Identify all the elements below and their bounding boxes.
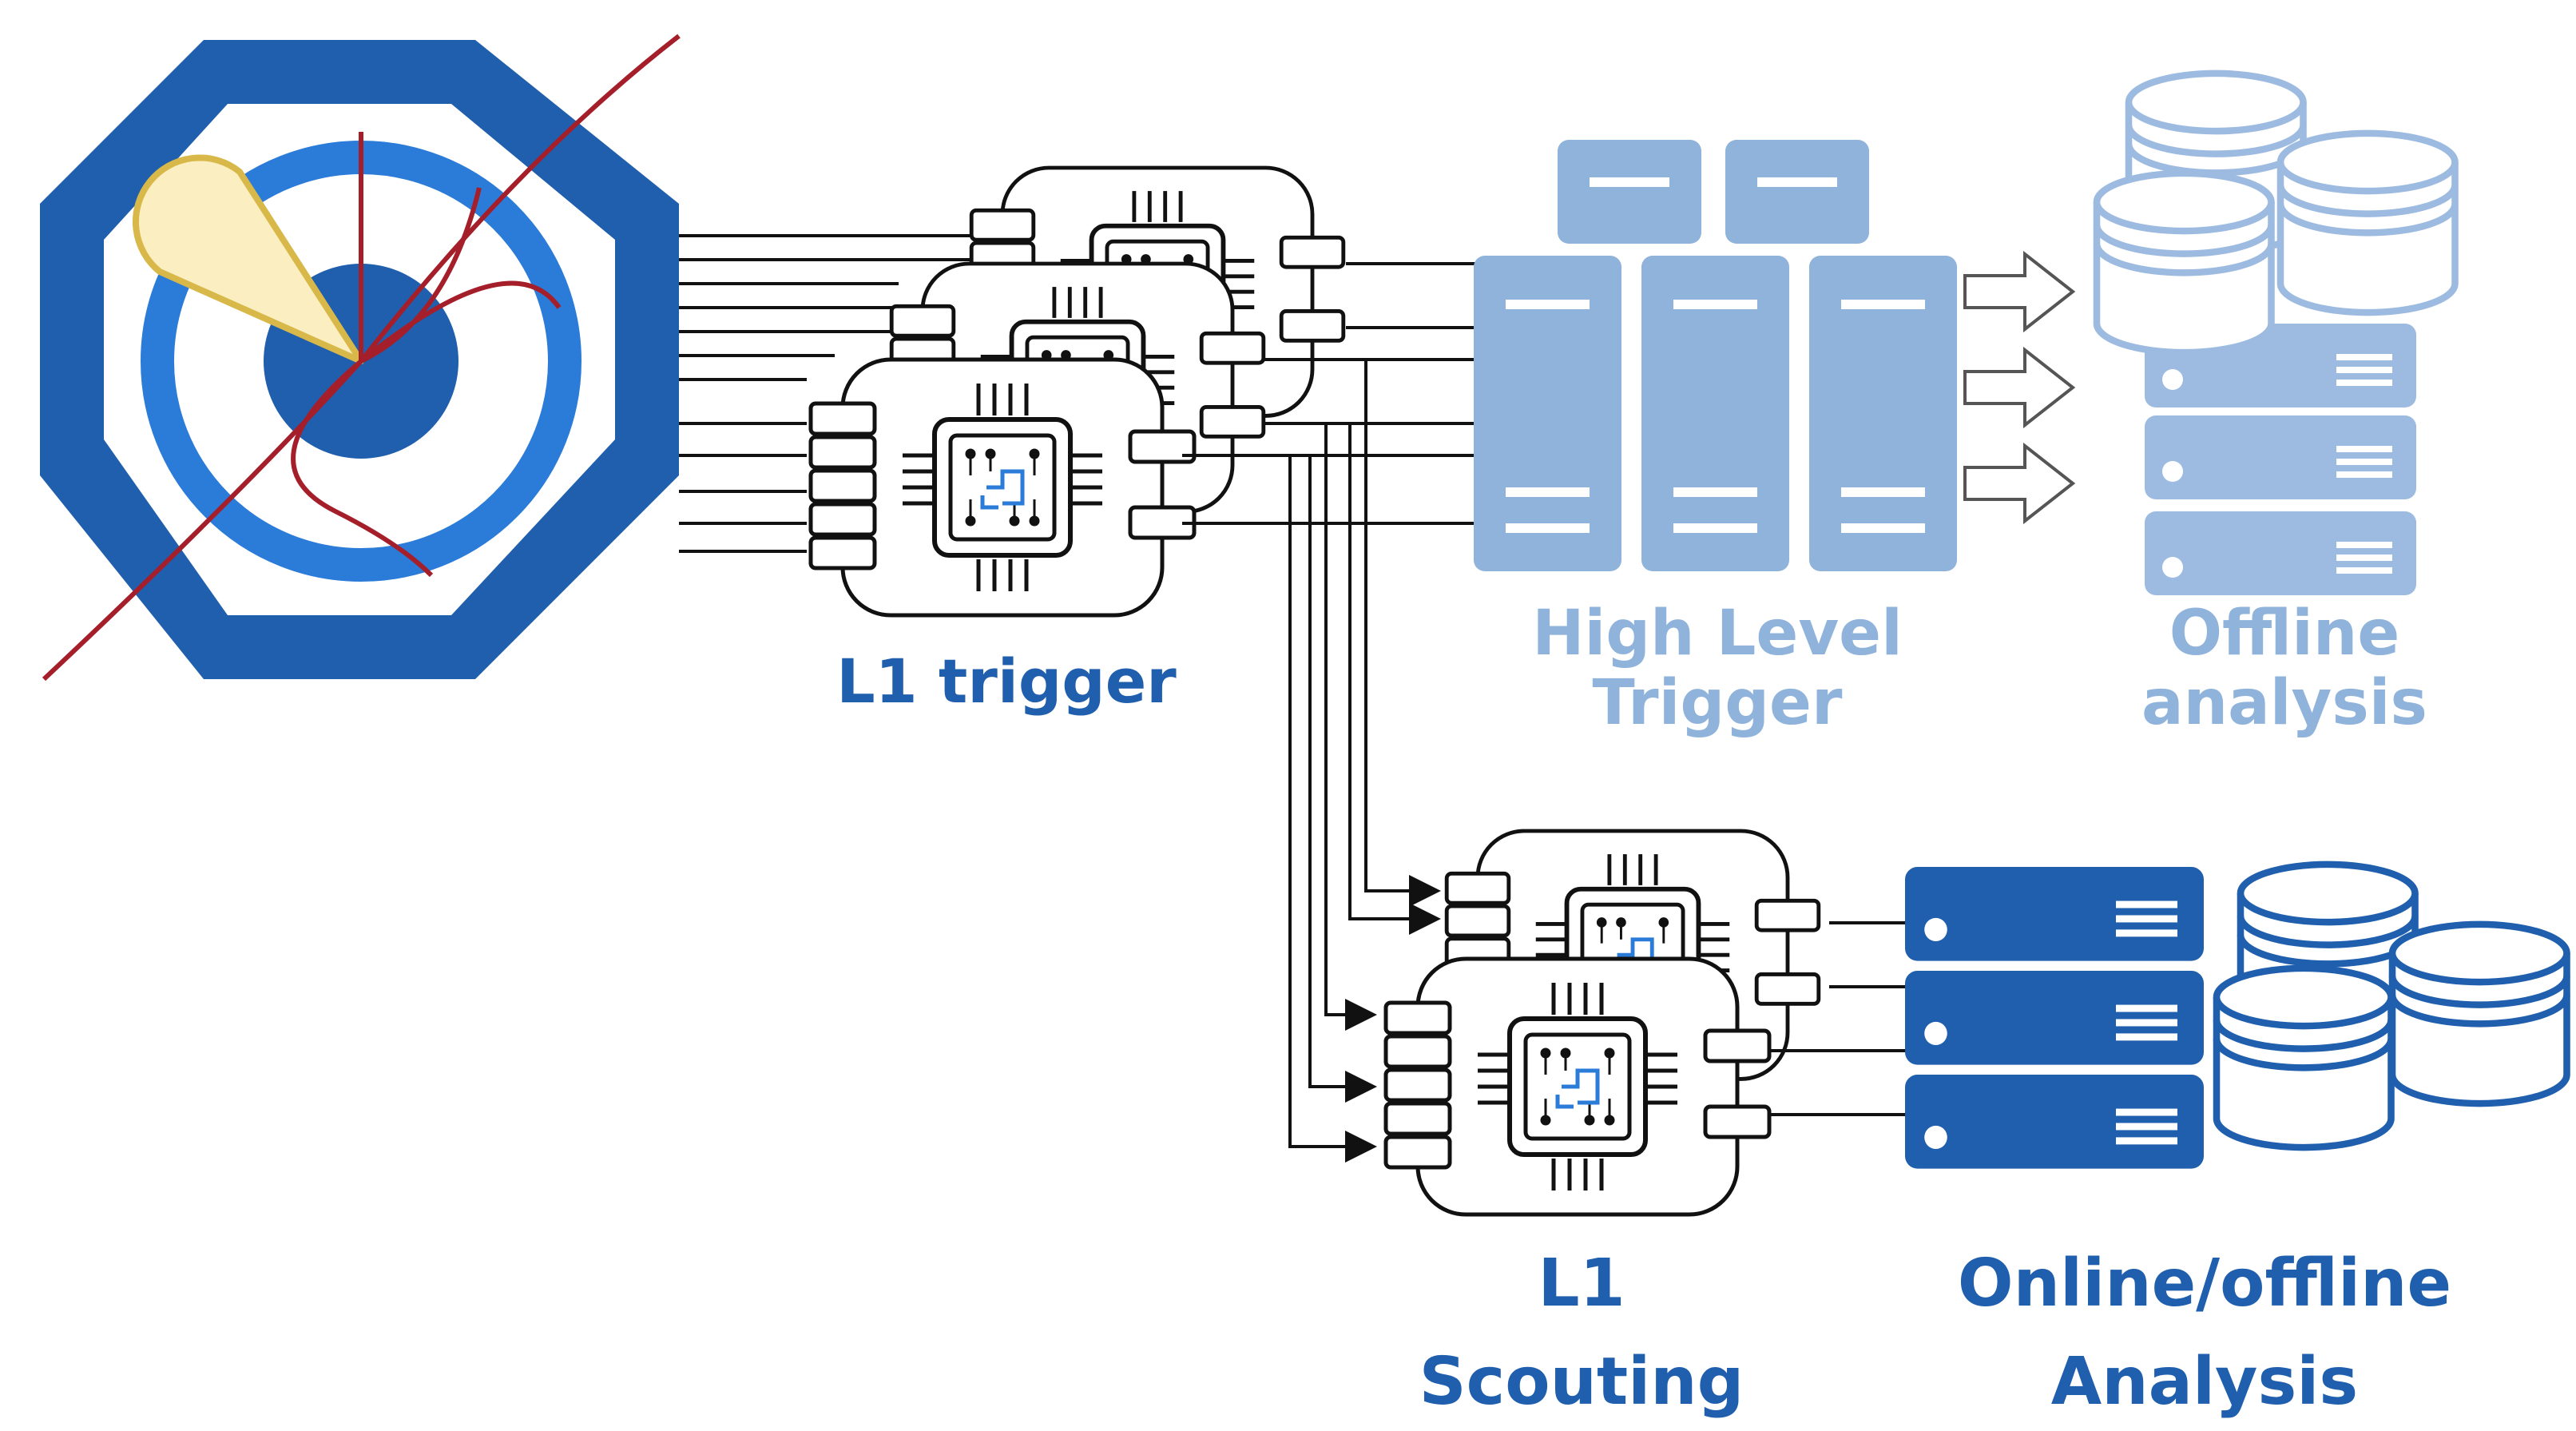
l1-to-scouting-links (1288, 360, 1441, 1163)
scouting-label-line1: L1 (1538, 1246, 1625, 1322)
online-label-line1: Online/offline (1957, 1246, 2452, 1322)
detector-icon (40, 34, 681, 682)
hlt-label-line2: Trigger (1592, 667, 1843, 740)
l1-scouting-boards (1386, 831, 1819, 1214)
offline-storage-icon (2097, 74, 2455, 595)
online-offline-analysis-label: Online/offline Analysis (1901, 1234, 2508, 1431)
scouting-to-online-links (1769, 921, 1913, 1116)
arrow-icon (1963, 346, 2076, 429)
l1-trigger-label: L1 trigger (836, 646, 1177, 717)
detector-to-l1-links (679, 234, 970, 553)
hlt-label-line1: High Level (1532, 598, 1903, 670)
online-storage-icon (1905, 865, 2567, 1169)
scouting-label-line2: Scouting (1419, 1344, 1744, 1420)
offline-analysis-label: Offline analysis (2061, 598, 2508, 740)
hlt-label: High Level Trigger (1438, 598, 1997, 740)
arrow-icon (1963, 250, 2076, 333)
l1-to-hlt-links (1182, 262, 1478, 525)
hlt-server-icon (1474, 140, 1957, 571)
jet-cone (132, 154, 364, 364)
particle-tracks (42, 34, 681, 682)
online-label-line2: Analysis (2050, 1344, 2359, 1420)
offline-label-line2: analysis (2141, 667, 2427, 740)
arrow-icon (1963, 442, 2076, 525)
offline-label-line1: Offline (2169, 598, 2400, 670)
l1-scouting-label: L1 Scouting (1358, 1234, 1805, 1431)
hlt-to-offline-arrows (1963, 250, 2076, 525)
